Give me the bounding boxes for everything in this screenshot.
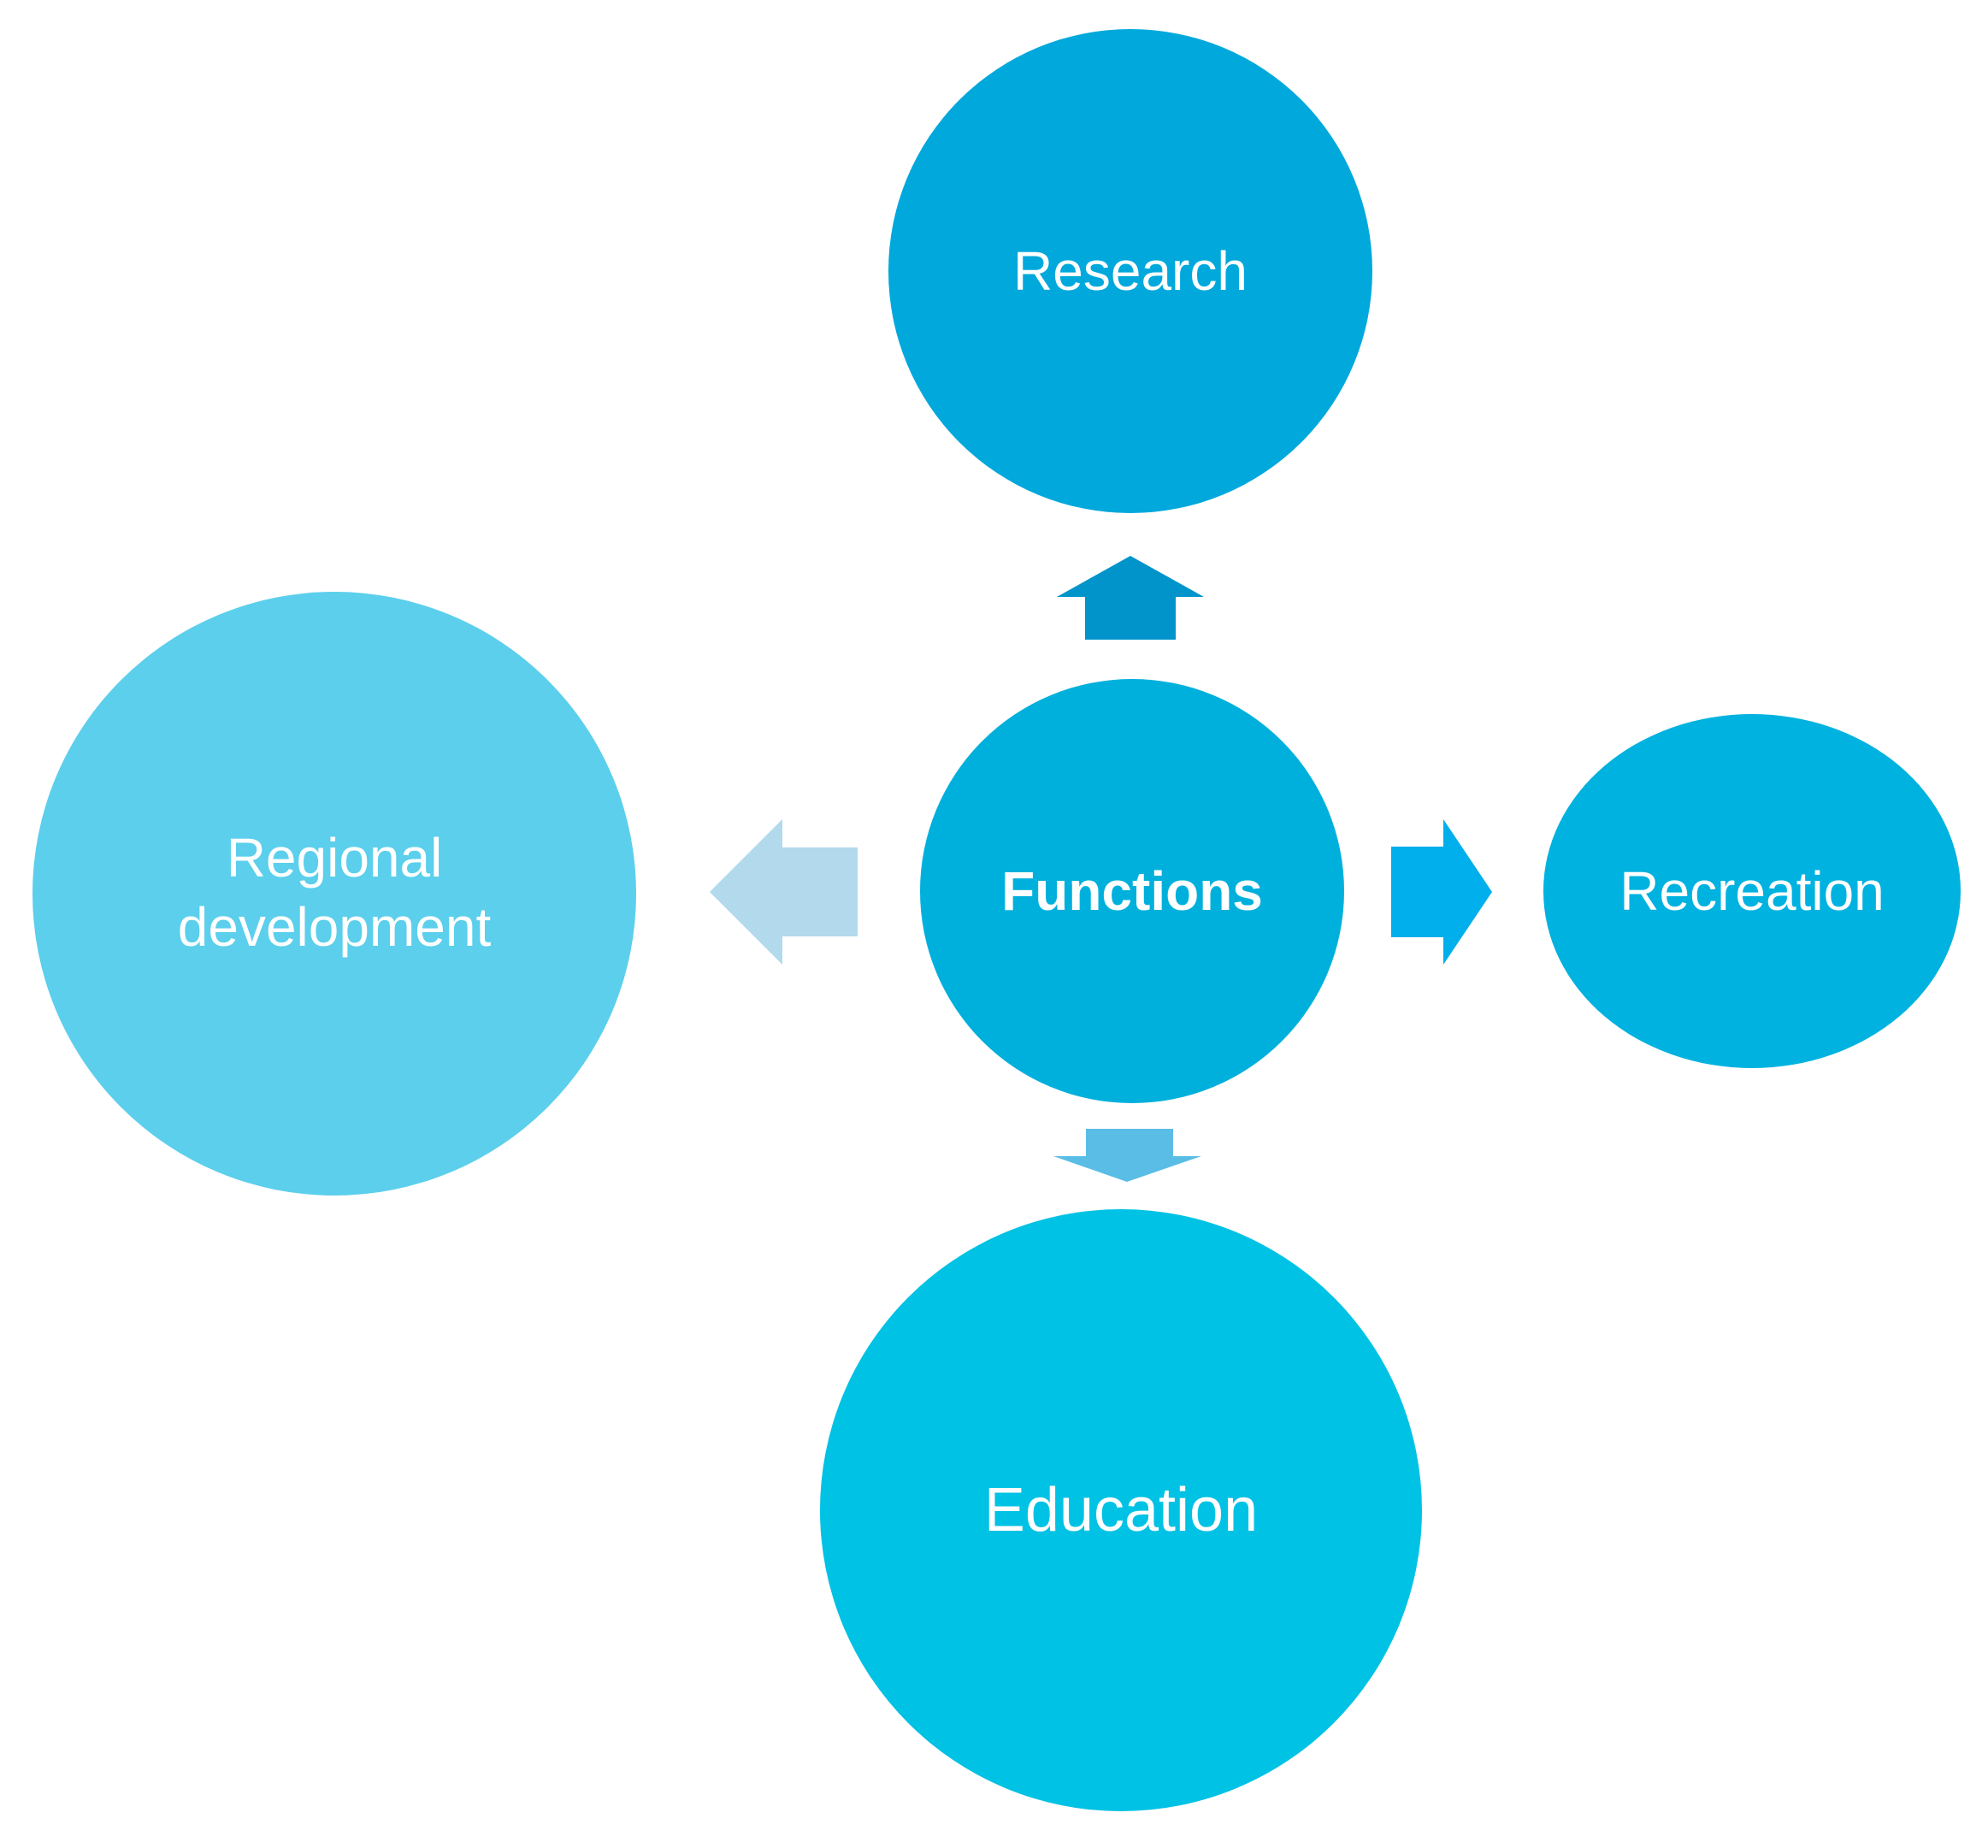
functions-circle — [920, 679, 1344, 1103]
research-circle — [888, 29, 1372, 513]
recreation-node: Recreation — [1543, 714, 1961, 1068]
regional-development-circle — [32, 592, 636, 1196]
arrow-up-icon — [1057, 556, 1204, 640]
arrow-right-icon — [1391, 819, 1492, 965]
arrow-left-shape — [710, 819, 858, 965]
regional-development-label-line2: development — [178, 896, 492, 958]
education-node: Education — [820, 1209, 1422, 1811]
recreation-ellipse — [1543, 714, 1961, 1068]
recreation-label: Recreation — [1619, 860, 1885, 922]
functions-node: Functions — [920, 679, 1344, 1103]
research-node: Research — [888, 29, 1372, 513]
regional-development-node: Regional development — [32, 592, 636, 1196]
education-circle — [820, 1209, 1422, 1811]
arrow-down-icon — [1053, 1129, 1201, 1182]
education-label: Education — [984, 1476, 1258, 1544]
research-label: Research — [1013, 240, 1248, 302]
functions-label: Functions — [1001, 860, 1263, 922]
regional-development-label-line1: Regional — [227, 827, 443, 889]
